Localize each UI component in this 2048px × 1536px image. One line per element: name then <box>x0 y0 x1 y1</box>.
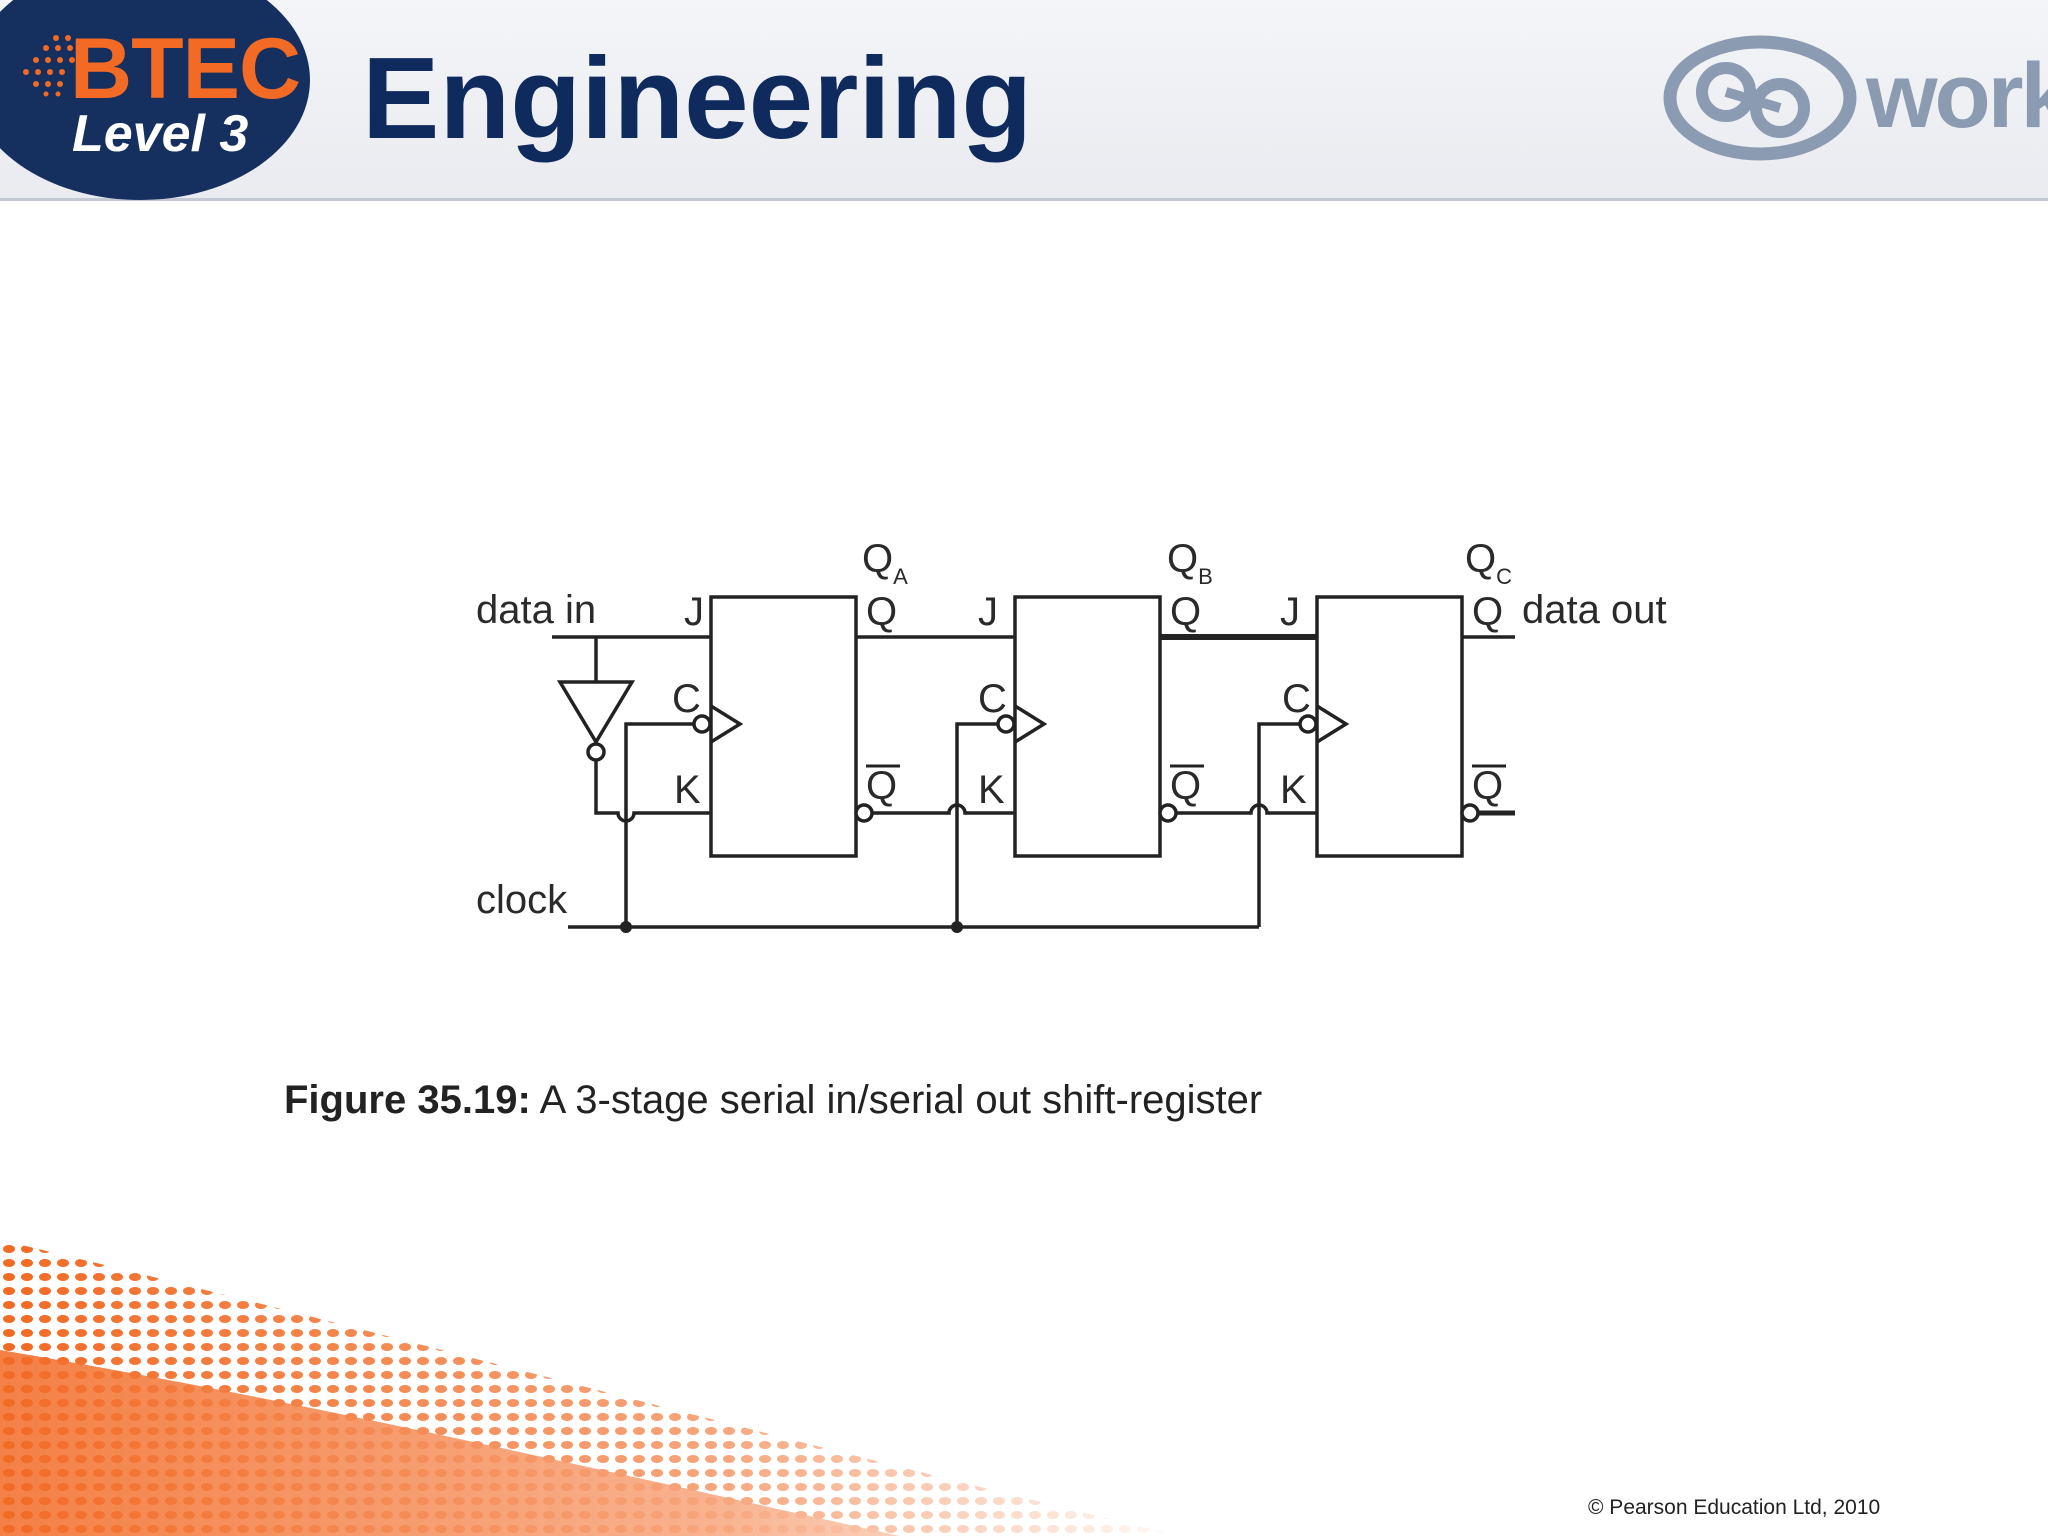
pin-q-label: Q <box>1472 590 1503 634</box>
page-title: Engineering <box>362 33 1033 163</box>
pin-c-label: C <box>978 677 1007 721</box>
data-out-label: data out <box>1522 588 1667 632</box>
pin-qbar-label: Q <box>866 764 897 808</box>
data-in-label: data in <box>476 588 596 632</box>
junction-dot <box>620 921 632 933</box>
output-qc-label: QC <box>1465 537 1512 589</box>
btec-brand-text: BTEC <box>70 21 301 117</box>
pin-j-label: J <box>684 590 704 634</box>
clock-edge-icon <box>710 704 744 744</box>
work-logo-text: work <box>1866 45 2048 147</box>
pin-qbar-label: Q <box>1472 764 1503 808</box>
btec-level-text: Level 3 <box>72 105 249 163</box>
pin-qbar-label: Q <box>1170 764 1201 808</box>
output-qa-label: QA <box>862 537 908 589</box>
decorative-swoosh <box>0 1240 1180 1536</box>
clock-edge-icon <box>1014 704 1048 744</box>
pin-q-label: Q <box>866 590 897 634</box>
pin-k-label: K <box>674 768 701 812</box>
pin-j-label: J <box>1280 590 1300 634</box>
figure-caption-text: A 3-stage serial in/serial out shift-reg… <box>530 1078 1263 1122</box>
pin-k-label: K <box>978 768 1005 812</box>
clock-edge-icon <box>1316 704 1350 744</box>
output-qb-label: QB <box>1167 537 1213 589</box>
figure-label: Figure 35.19: <box>284 1078 531 1122</box>
pin-c-label: C <box>1282 677 1311 721</box>
figure-caption: Figure 35.19: A 3-stage serial in/serial… <box>284 1078 1262 1123</box>
copyright-text: © Pearson Education Ltd, 2010 <box>1588 1496 1881 1519</box>
inverter-icon <box>556 680 636 746</box>
pin-j-label: J <box>978 590 998 634</box>
pin-c-label: C <box>672 677 701 721</box>
clock-label: clock <box>476 878 568 922</box>
junction-dot <box>951 921 963 933</box>
slide-header: BTEC Level 3 Engineering work <box>0 0 2048 201</box>
pin-k-label: K <box>1280 768 1307 812</box>
pin-q-label: Q <box>1170 590 1201 634</box>
dots-icon <box>23 35 75 97</box>
work-logo-icon <box>1663 35 1857 161</box>
